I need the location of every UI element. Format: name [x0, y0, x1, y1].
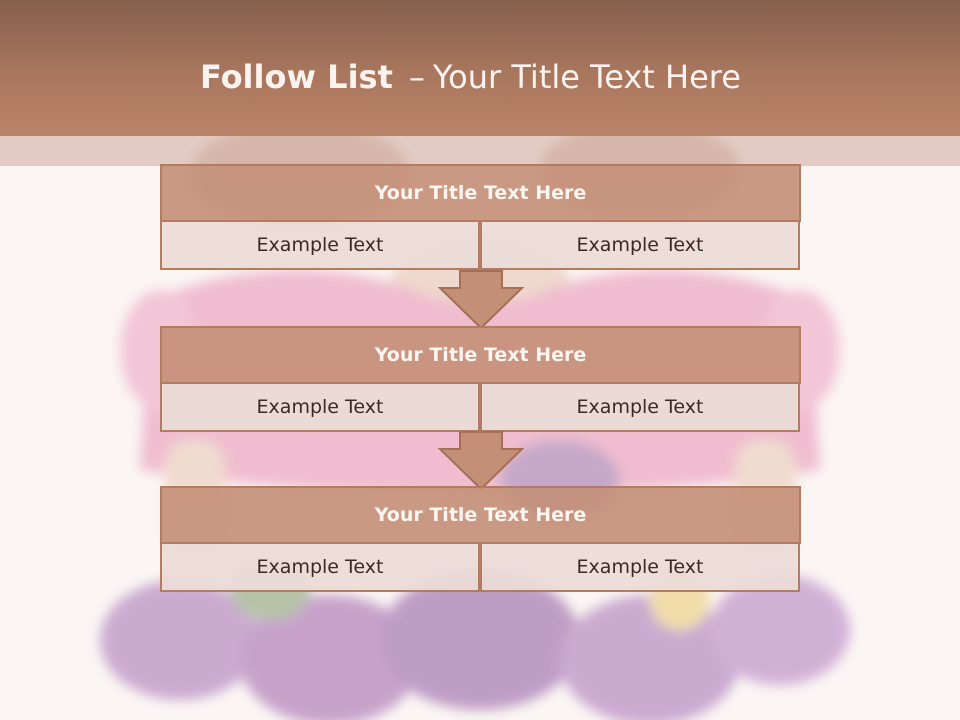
header-strip: [0, 136, 960, 166]
step-cell-left: Example Text: [160, 542, 480, 592]
step-title: Your Title Text Here: [160, 164, 801, 222]
step-block-2: Your Title Text Here Example Text Exampl…: [160, 326, 801, 432]
step-title: Your Title Text Here: [160, 486, 801, 544]
step-cell-left: Example Text: [160, 220, 480, 270]
step-cell-right: Example Text: [480, 382, 800, 432]
slide-title-bold: Follow List: [200, 58, 393, 96]
step-cell-right: Example Text: [480, 220, 800, 270]
slide-title-rest: Your Title Text Here: [432, 58, 741, 96]
step-title: Your Title Text Here: [160, 326, 801, 384]
down-arrow-icon: [438, 431, 524, 491]
header-band: [0, 0, 960, 136]
step-block-1: Your Title Text Here Example Text Exampl…: [160, 164, 801, 270]
step-block-3: Your Title Text Here Example Text Exampl…: [160, 486, 801, 592]
slide-title: Follow List–Your Title Text Here: [200, 52, 741, 102]
step-cell-right: Example Text: [480, 542, 800, 592]
step-cell-left: Example Text: [160, 382, 480, 432]
down-arrow-icon: [438, 270, 524, 330]
slide-title-dash: –: [408, 58, 425, 96]
